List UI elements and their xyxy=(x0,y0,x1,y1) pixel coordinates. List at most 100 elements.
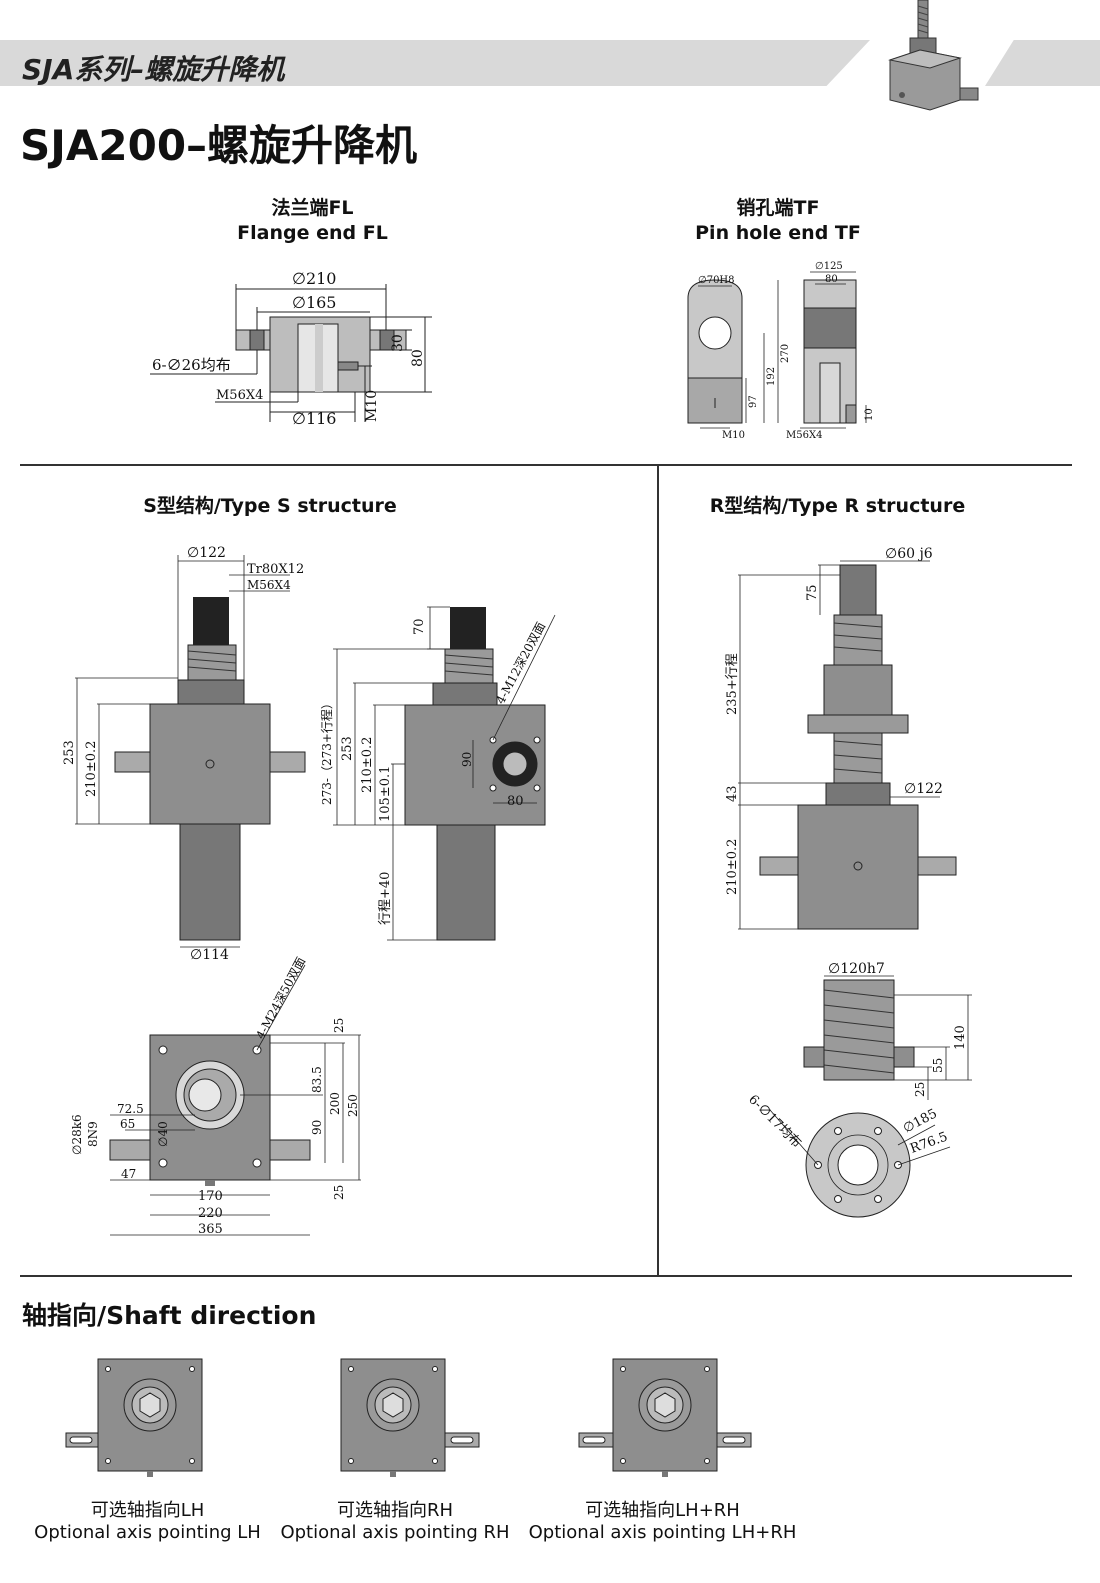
shaft-rh-en: Optional axis pointing RH xyxy=(280,1522,510,1543)
dim-r-140: 140 xyxy=(953,1025,968,1050)
divider-top xyxy=(20,464,1072,466)
dim-s-72: 72.5 xyxy=(117,1102,144,1116)
dim-s-250: 250 xyxy=(346,1094,360,1117)
dim-s-220: 220 xyxy=(198,1206,223,1221)
divider-bottom xyxy=(20,1275,1072,1277)
dim-pin-125: ∅125 xyxy=(815,261,843,272)
dim-pin-192: 192 xyxy=(766,367,777,386)
shaft-rh-cn: 可选轴指向RH xyxy=(336,1500,454,1521)
dim-flange-thread: M56X4 xyxy=(216,388,263,403)
dim-pin-thread: M56X4 xyxy=(786,430,822,441)
pin-hole-end-title: 销孔端TF Pin hole end TF xyxy=(688,196,868,246)
dim-s-bolts-top: 4-M24深50双面 xyxy=(253,955,308,1042)
dim-pin-m10: M10 xyxy=(722,430,745,441)
series-band-right xyxy=(985,40,1100,86)
dim-s-210: 210±0.2 xyxy=(84,741,99,797)
product-thumbnail xyxy=(888,0,979,111)
dim-flange-165: ∅165 xyxy=(292,293,336,312)
type-r-drawing: ∅60 j6 75 235+行程 43 ∅122 210±0.2 ∅120h7 … xyxy=(725,546,972,1218)
type-s-title: S型结构/Type S structure xyxy=(143,495,397,517)
dim-s-105: 105±0.1 xyxy=(378,766,393,822)
type-s-drawing: ∅122 Tr80X12 M56X4 253 210±0.2 ∅114 70 xyxy=(62,545,556,1237)
dim-s-210b: 210±0.2 xyxy=(360,737,375,793)
shaft-lhrh-caption: 可选轴指向LH+RH Optional axis pointing LH+RH xyxy=(520,1500,805,1544)
dim-r-210: 210±0.2 xyxy=(725,839,740,895)
dim-flange-116: ∅116 xyxy=(292,409,336,428)
dim-r-120: ∅120h7 xyxy=(828,961,885,977)
page-title: SJA200–螺旋升降机 xyxy=(20,121,418,170)
divider-middle xyxy=(657,466,659,1276)
dim-pin-70h8: ∅70H8 xyxy=(698,275,735,286)
series-title: SJA系列–螺旋升降机 xyxy=(22,53,285,86)
dim-flange-m10: M10 xyxy=(364,390,380,422)
dim-s-thread: M56X4 xyxy=(247,578,291,592)
shaft-rh-drawing xyxy=(340,1358,480,1477)
dim-s-365: 365 xyxy=(198,1222,223,1237)
dim-flange-80: 80 xyxy=(410,349,426,367)
dim-r-stroke235: 235+行程 xyxy=(725,653,740,715)
dim-pin-270: 270 xyxy=(780,344,791,363)
dim-r-holes: 6-∅17均布 xyxy=(745,1092,804,1151)
dim-r-122: ∅122 xyxy=(904,781,943,797)
dim-s-70: 70 xyxy=(412,618,427,635)
dim-s-122: ∅122 xyxy=(187,545,226,561)
dim-flange-210: ∅210 xyxy=(292,269,336,288)
shaft-lh-cn: 可选轴指向LH xyxy=(90,1500,205,1521)
shaft-direction-title: 轴指向/Shaft direction xyxy=(22,1301,317,1330)
dim-r-43: 43 xyxy=(725,785,740,802)
flange-end-title-cn: 法兰端FL xyxy=(271,197,354,219)
dim-s-90: 90 xyxy=(460,752,474,767)
dim-pin-80: 80 xyxy=(825,274,838,285)
dim-s-stroke40: 行程+40 xyxy=(378,872,393,925)
dim-s-shaft-dia: ∅28k6 xyxy=(70,1114,84,1155)
dim-s-d40: ∅40 xyxy=(156,1121,170,1147)
pin-hole-end-title-cn: 销孔端TF xyxy=(736,197,820,219)
dim-s-key: 8N9 xyxy=(86,1121,100,1147)
type-r-front-view: ∅60 j6 75 235+行程 43 ∅122 210±0.2 xyxy=(725,546,957,930)
type-r-title: R型结构/Type R structure xyxy=(709,495,966,517)
type-r-nut-view: ∅120h7 140 55 25 xyxy=(803,961,972,1100)
dim-s-25a: 25 xyxy=(332,1018,346,1033)
pin-hole-end-title-en: Pin hole end TF xyxy=(695,222,861,244)
dim-flange-holes: 6-∅26均布 xyxy=(152,356,231,374)
dim-r-60: ∅60 j6 xyxy=(885,546,933,562)
dim-r-76: R76.5 xyxy=(908,1129,950,1156)
dim-s-80: 80 xyxy=(507,794,524,809)
dim-r-185: ∅185 xyxy=(901,1106,940,1136)
dim-r-25: 25 xyxy=(913,1082,927,1097)
dim-r-75: 75 xyxy=(805,584,820,601)
dim-s-200: 200 xyxy=(328,1092,342,1115)
dim-s-90b: 90 xyxy=(310,1120,324,1135)
shaft-lh-en: Optional axis pointing LH xyxy=(34,1522,261,1543)
shaft-lh-caption: 可选轴指向LH Optional axis pointing LH xyxy=(20,1500,275,1544)
shaft-lhrh-drawing xyxy=(578,1358,752,1477)
flange-end-title-en: Flange end FL xyxy=(237,222,388,244)
dim-flange-30: 30 xyxy=(390,334,406,352)
dim-s-stroke-total: 273-（273+行程） xyxy=(319,697,334,805)
shaft-rh-caption: 可选轴指向RH Optional axis pointing RH xyxy=(275,1500,515,1544)
flange-end-drawing: ∅210 ∅165 6-∅26均布 M56X4 ∅116 30 80 M10 xyxy=(150,269,432,428)
shaft-lhrh-en: Optional axis pointing LH+RH xyxy=(528,1522,797,1543)
dim-s-65: 65 xyxy=(120,1117,135,1131)
flange-end-title: 法兰端FL Flange end FL xyxy=(210,196,415,246)
type-s-top-view: 4-M24深50双面 25 83.5 90 200 250 25 ∅28k6 8… xyxy=(70,955,361,1237)
dim-s-bolts-side: 4-M12深20双面 xyxy=(493,620,548,707)
dim-s-253: 253 xyxy=(62,740,77,765)
dim-s-tr80: Tr80X12 xyxy=(247,562,304,577)
series-band xyxy=(0,40,870,86)
dim-pin-10: 10 xyxy=(864,408,875,421)
dim-s-25b: 25 xyxy=(332,1185,346,1200)
dim-r-55: 55 xyxy=(931,1058,945,1073)
dim-s-83: 83.5 xyxy=(310,1066,324,1093)
dim-s-170: 170 xyxy=(198,1189,223,1204)
dim-s-114: ∅114 xyxy=(190,947,229,963)
dim-s-47: 47 xyxy=(121,1167,136,1181)
dim-pin-97: 97 xyxy=(748,395,759,408)
shaft-lh-drawing xyxy=(65,1358,203,1477)
dim-s-253b: 253 xyxy=(340,736,355,761)
type-s-front-view: ∅122 Tr80X12 M56X4 253 210±0.2 ∅114 xyxy=(62,545,306,963)
pin-hole-end-drawing: ∅70H8 ∅125 80 270 192 97 M10 M56X4 10 xyxy=(687,261,875,441)
type-r-flange-view: 6-∅17均布 ∅185 R76.5 xyxy=(745,1092,951,1218)
type-s-side-view: 70 273-（273+行程） 253 210±0.2 105±0.1 行程+4… xyxy=(319,606,556,941)
shaft-lhrh-cn: 可选轴指向LH+RH xyxy=(585,1500,740,1521)
